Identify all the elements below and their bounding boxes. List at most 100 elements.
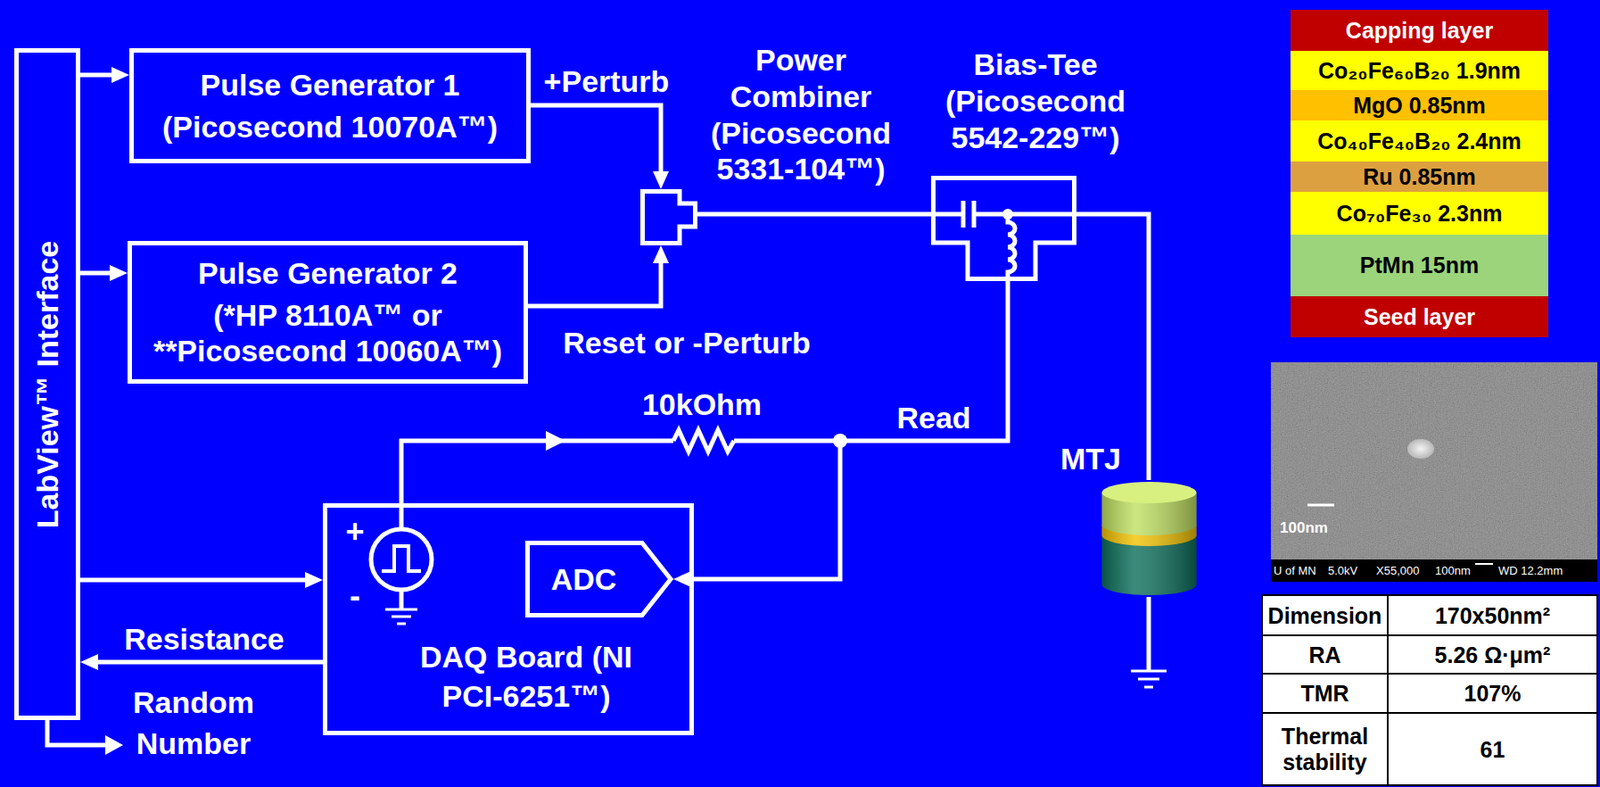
table-cell: 5.26 Ω·μm² xyxy=(1390,636,1595,672)
node-label: Bias-Tee (Picosecond 5542-229™) xyxy=(932,46,1139,156)
connector xyxy=(697,212,932,217)
table-cell: Dimension xyxy=(1264,596,1386,634)
stack-layer: Co₄₀Fe₄₀B₂₀ 2.4nm xyxy=(1290,120,1549,162)
info-scale-bar xyxy=(1475,562,1493,565)
generator-box: Pulse Generator 1 (Picosecond 10070A™) xyxy=(129,48,531,164)
output-label: Random Number xyxy=(122,681,265,764)
table-frame xyxy=(1261,594,1598,785)
scale-label: 100nm xyxy=(1275,518,1333,538)
connector xyxy=(527,257,661,306)
adc-block: ADC xyxy=(525,540,674,618)
node-label: Seed layer xyxy=(1363,304,1476,330)
ground-wire xyxy=(399,589,405,610)
node-label: Ru 0.85nm xyxy=(1362,164,1476,190)
node-label: Co₄₀Fe₄₀B₂₀ 2.4nm xyxy=(1317,128,1522,155)
connector xyxy=(1076,214,1149,480)
node-label: MgO 0.85nm xyxy=(1352,92,1486,119)
ground-symbol xyxy=(1144,685,1154,689)
output-wire xyxy=(47,719,111,745)
ground-symbol xyxy=(391,615,412,619)
source-wire xyxy=(401,440,674,529)
sem-info: 5.0kV xyxy=(1327,560,1373,581)
stack-layer: Co₇₀Fe₃₀ 2.3nm xyxy=(1290,191,1549,235)
stack-layer: MgO 0.85nm xyxy=(1290,90,1549,121)
node-label: Power Combiner (Picosecond 5331-104™) xyxy=(698,41,904,188)
pulse-source-symbol xyxy=(371,528,432,590)
generator-box: Pulse Generator 2 (*HP 8110A™ or **Picose… xyxy=(127,240,528,384)
node-label: Pulse Generator 2 xyxy=(197,255,458,292)
connector xyxy=(92,659,323,665)
sem-info: X55,000 xyxy=(1376,560,1432,581)
node-label: ADC xyxy=(525,540,643,618)
wire-arrowhead xyxy=(545,430,566,451)
inductor-symbol xyxy=(1007,214,1015,281)
sem-info-bar xyxy=(1270,559,1598,582)
table-cell: 107% xyxy=(1390,675,1595,711)
polarity-sign: - xyxy=(337,576,373,616)
resistor-value: 10kOhm xyxy=(639,386,765,422)
node-label: Capping layer xyxy=(1345,17,1493,44)
ground-symbol xyxy=(1138,677,1160,681)
table-rule xyxy=(1261,634,1598,636)
sem-particle xyxy=(1407,438,1435,459)
node-label: DAQ Board (NI PCI-6251™) xyxy=(387,636,665,716)
node-label: Co₇₀Fe₃₀ 2.3nm xyxy=(1336,200,1503,227)
scale-bar xyxy=(1307,503,1335,507)
sem-tone xyxy=(1270,362,1598,560)
mtj-cylinder: MTJ xyxy=(1099,479,1199,597)
node-label: PtMn 15nm xyxy=(1360,252,1479,279)
table-cell: Thermal stability xyxy=(1264,714,1386,784)
junction-dot xyxy=(1002,208,1014,220)
stack-layer: Co₂₀Fe₆₀B₂₀ 1.9nm xyxy=(1290,50,1549,91)
stack-layer: Seed layer xyxy=(1290,296,1549,338)
table-cell: RA xyxy=(1264,636,1386,672)
edge-label: Resistance xyxy=(110,619,298,658)
bias-tee-wire xyxy=(931,212,964,217)
connector xyxy=(80,73,117,78)
pulse-shape xyxy=(381,545,421,571)
sem-image xyxy=(1270,362,1598,582)
stack-layer: Ru 0.85nm xyxy=(1290,161,1549,192)
ground-symbol xyxy=(396,622,406,626)
connector xyxy=(80,271,116,276)
table-rule xyxy=(1261,672,1598,675)
edge-label: +Perturb xyxy=(535,62,678,100)
sem-info: WD 12.2mm xyxy=(1498,560,1588,581)
edge-label: Read xyxy=(887,398,981,437)
bias-tee-outline xyxy=(933,178,1075,280)
node-label: Pulse Generator 1 xyxy=(199,66,460,104)
polarity-sign: + xyxy=(337,511,373,552)
stack-layer: PtMn 15nm xyxy=(1290,234,1549,297)
property-table xyxy=(1261,594,1598,785)
interface-box: LabView™ Interface xyxy=(14,48,81,720)
table-cell: 61 xyxy=(1390,714,1595,784)
resistor-symbol xyxy=(673,429,735,452)
sem-info: U of MN xyxy=(1273,560,1326,581)
table-rule xyxy=(1261,711,1598,714)
ground-symbol xyxy=(385,608,418,611)
mtj-cylinder-shape xyxy=(1099,479,1199,597)
node-label: (Picosecond 10070A™) xyxy=(162,108,498,146)
bias-tee-wire xyxy=(973,212,1077,217)
node-label: LabView™ Interface xyxy=(29,239,66,528)
output-arrowhead xyxy=(105,734,124,755)
power-combiner: Power Combiner (Picosecond 5331-104™) xyxy=(640,189,698,246)
ground-wire xyxy=(1146,596,1152,671)
connector xyxy=(530,105,661,177)
table-cell: 170x50nm² xyxy=(1390,596,1595,634)
power-combiner-shape xyxy=(640,189,698,246)
sem-info: 100nm xyxy=(1435,560,1475,581)
bias-tee: Bias-Tee (Picosecond 5542-229™) xyxy=(931,175,1077,281)
stack-layer: Capping layer xyxy=(1290,9,1549,51)
table-rule xyxy=(1386,594,1389,785)
table-cell: TMR xyxy=(1264,675,1386,711)
ground-symbol xyxy=(1130,669,1167,673)
node-label: (*HP 8110A™ or **Picosecond 10060A™) xyxy=(139,296,517,371)
node-label: MTJ xyxy=(1056,440,1125,478)
sem-noise xyxy=(1270,362,1598,560)
combiner-outline xyxy=(643,191,696,244)
capacitor-symbol xyxy=(961,200,966,228)
edge-label: Reset or -Perturb xyxy=(535,322,839,363)
node-label: Co₂₀Fe₆₀B₂₀ 1.9nm xyxy=(1318,57,1521,84)
